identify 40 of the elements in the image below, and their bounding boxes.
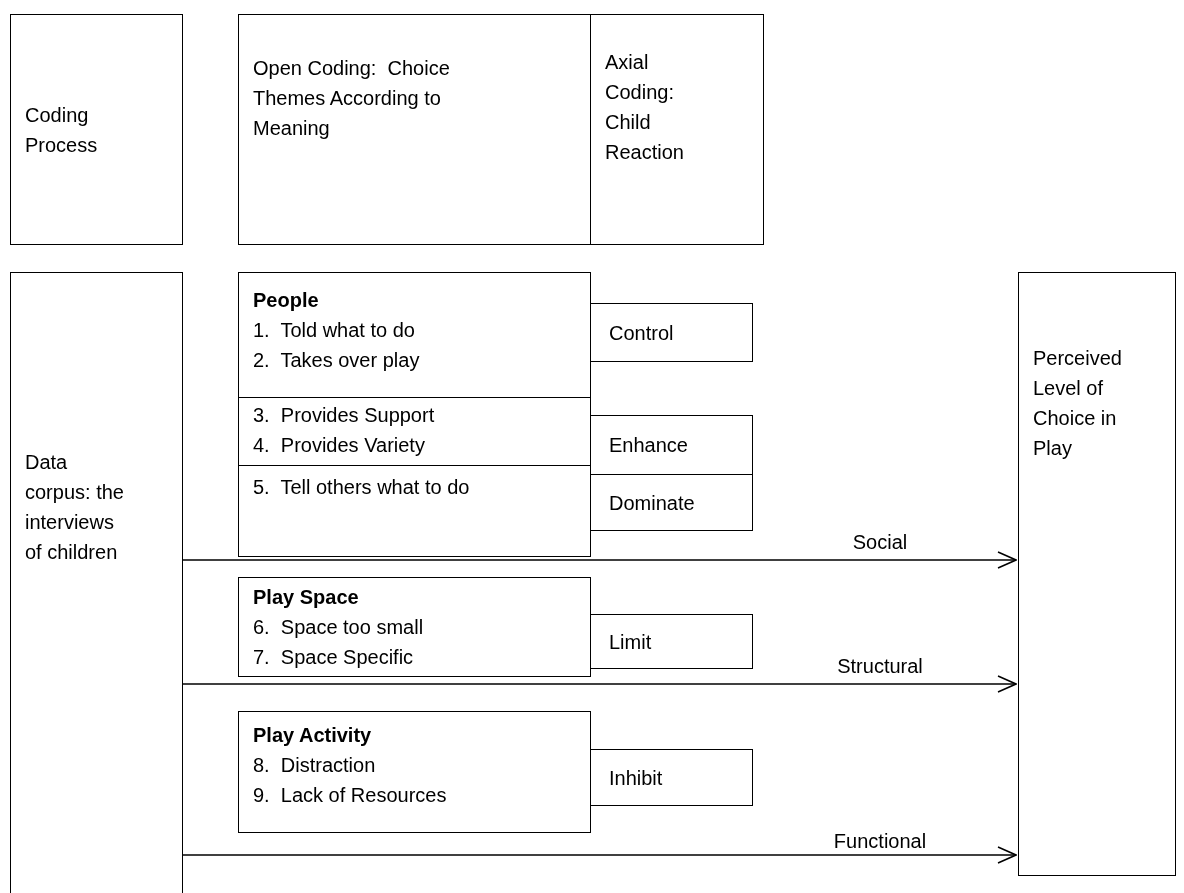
category-box (590, 415, 753, 475)
arrow (182, 846, 1017, 864)
category-box (10, 14, 183, 245)
box-text: Coding Process (25, 102, 99, 158)
category-box (590, 474, 753, 531)
text-box (590, 14, 764, 245)
box-text: Inhibit (609, 765, 664, 791)
box-text: 1. Told what to do (253, 318, 416, 343)
box-text: Axial Coding: Child Reaction (605, 50, 685, 165)
category-box (590, 303, 753, 362)
box-text: 5. Tell others what to do (253, 475, 471, 500)
box-text: Enhance (609, 433, 689, 458)
box-text: Data corpus: the interviews of children (25, 450, 125, 565)
arrow (182, 675, 1017, 693)
box-text: Dominate (609, 490, 696, 516)
text-box (238, 397, 591, 466)
group-heading: Play Space (253, 585, 360, 610)
text-box (238, 711, 591, 833)
text-box (238, 465, 591, 557)
text-box (238, 14, 591, 245)
text-box (238, 577, 591, 677)
box-text: 6. Space too small (253, 615, 425, 640)
box-text: 2. Takes over play (253, 348, 421, 373)
group-heading: Play Activity (253, 723, 373, 748)
box-text: 8. Distraction (253, 753, 377, 778)
category-box (590, 749, 753, 806)
box-text: Control (609, 320, 675, 346)
text-box (10, 272, 183, 893)
text-box (1018, 272, 1176, 876)
text-box (238, 272, 591, 398)
box-text: 4. Provides Variety (253, 433, 426, 458)
box-text: 3. Provides Support (253, 403, 436, 428)
box-text: 7. Space Specific (253, 645, 415, 670)
box-text: Open Coding: Choice Themes According to Meaning (253, 56, 451, 141)
group-heading: People (253, 288, 320, 313)
arrow (182, 551, 1017, 569)
category-box (590, 614, 753, 669)
box-text: Perceived Level of Choice in Play (1033, 346, 1123, 461)
box-text: Limit (609, 629, 653, 655)
box-text: 9. Lack of Resources (253, 783, 448, 808)
